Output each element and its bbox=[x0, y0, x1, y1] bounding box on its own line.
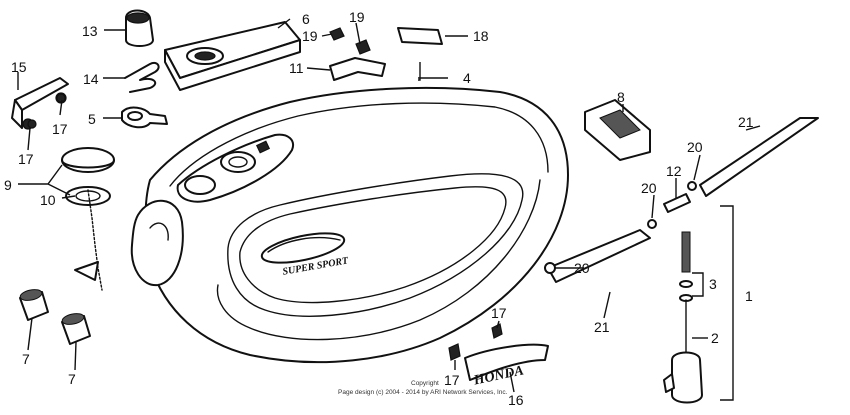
rubber-cushion-right[interactable] bbox=[61, 312, 91, 345]
callout-20-middle: 20 bbox=[641, 180, 657, 196]
cover-plate[interactable] bbox=[164, 21, 301, 91]
callout-8: 8 bbox=[617, 89, 625, 105]
callout-labels: 13 6 19 19 18 11 4 14 15 5 17 17 9 10 7 … bbox=[4, 9, 754, 408]
fuel-cock-assembly[interactable] bbox=[663, 231, 703, 404]
strap-bracket[interactable] bbox=[329, 57, 386, 81]
caution-label[interactable] bbox=[397, 27, 443, 45]
nut-19-a[interactable] bbox=[329, 27, 345, 41]
callout-21-lower: 21 bbox=[594, 319, 610, 335]
callout-11: 11 bbox=[289, 60, 304, 76]
bolt-17-a[interactable] bbox=[27, 119, 37, 129]
callout-5: 5 bbox=[88, 111, 96, 127]
nut-19-b[interactable] bbox=[355, 39, 371, 55]
callout-17-emblem: 17 bbox=[491, 305, 507, 321]
callout-17-bottom: 17 bbox=[444, 372, 460, 388]
callout-10: 10 bbox=[40, 192, 56, 208]
callout-4: 4 bbox=[463, 70, 471, 86]
hose-clip-20-b[interactable] bbox=[647, 219, 657, 229]
band-clip[interactable] bbox=[121, 106, 168, 129]
bolt-17-c[interactable] bbox=[448, 343, 461, 361]
hose-joint[interactable] bbox=[663, 193, 691, 213]
hose-clip-20-c[interactable] bbox=[544, 262, 556, 274]
callout-9: 9 bbox=[4, 177, 12, 193]
callout-3: 3 bbox=[709, 276, 717, 292]
fuel-cap-assembly[interactable] bbox=[61, 147, 115, 291]
bolt-17-b[interactable] bbox=[56, 93, 66, 103]
copyright-line-1: Copyright bbox=[411, 380, 439, 387]
callout-15: 15 bbox=[11, 59, 27, 75]
callout-18: 18 bbox=[473, 28, 489, 44]
fuel-hose-lower[interactable] bbox=[547, 229, 651, 283]
callout-6: 6 bbox=[302, 11, 310, 27]
callout-19-left: 19 bbox=[302, 28, 318, 44]
callout-2: 2 bbox=[711, 330, 719, 346]
callout-7-left: 7 bbox=[22, 351, 30, 367]
callout-19-top: 19 bbox=[349, 9, 365, 25]
callout-1: 1 bbox=[745, 288, 753, 304]
rubber-cushion-left[interactable] bbox=[19, 288, 49, 321]
callout-20-lower: 20 bbox=[574, 260, 590, 276]
tank-cap[interactable] bbox=[125, 9, 154, 47]
callout-16: 16 bbox=[508, 392, 524, 408]
spring-clip[interactable] bbox=[124, 62, 160, 93]
copyright-notice: Copyright Page design (c) 2004 - 2014 by… bbox=[338, 380, 508, 396]
hose-clip-20-a[interactable] bbox=[687, 181, 697, 191]
callout-14: 14 bbox=[83, 71, 99, 87]
callout-17-bracket-left: 17 bbox=[18, 151, 34, 167]
callout-7-right: 7 bbox=[68, 371, 76, 387]
fuel-tank[interactable]: SUPER SPORT bbox=[130, 86, 569, 364]
callout-13: 13 bbox=[82, 23, 98, 39]
fuel-hose-upper[interactable] bbox=[699, 117, 819, 197]
tank-cushion-block[interactable] bbox=[584, 99, 651, 161]
copyright-line-2: Page design (c) 2004 - 2014 by ARI Netwo… bbox=[338, 389, 508, 396]
callout-12: 12 bbox=[666, 163, 682, 179]
callout-21-upper: 21 bbox=[738, 114, 754, 130]
leader-lines bbox=[17, 18, 761, 401]
callout-20-upper: 20 bbox=[687, 139, 703, 155]
honda-emblem[interactable]: HONDA bbox=[464, 343, 549, 389]
callout-17-bracket-right: 17 bbox=[52, 121, 68, 137]
